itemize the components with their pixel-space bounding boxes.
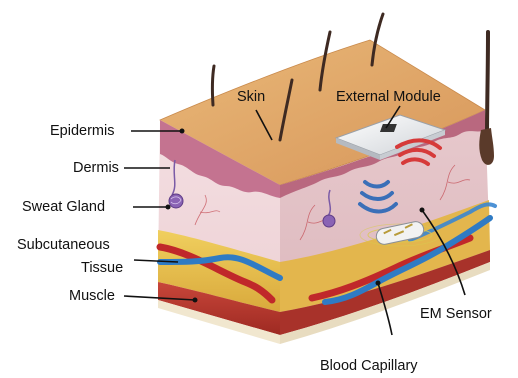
label-external-module: External Module: [336, 89, 441, 105]
label-em-sensor: EM Sensor: [420, 306, 492, 322]
label-muscle: Muscle: [69, 288, 115, 304]
label-epidermis: Epidermis: [50, 123, 114, 139]
label-sweat-gland: Sweat Gland: [22, 199, 105, 215]
label-subcutaneous-line1: Subcutaneous: [17, 237, 110, 253]
label-skin: Skin: [237, 89, 265, 105]
label-blood-capillary: Blood Capillary: [320, 358, 418, 374]
label-dermis: Dermis: [73, 160, 119, 176]
label-subcutaneous-line2: Tissue: [81, 260, 123, 276]
